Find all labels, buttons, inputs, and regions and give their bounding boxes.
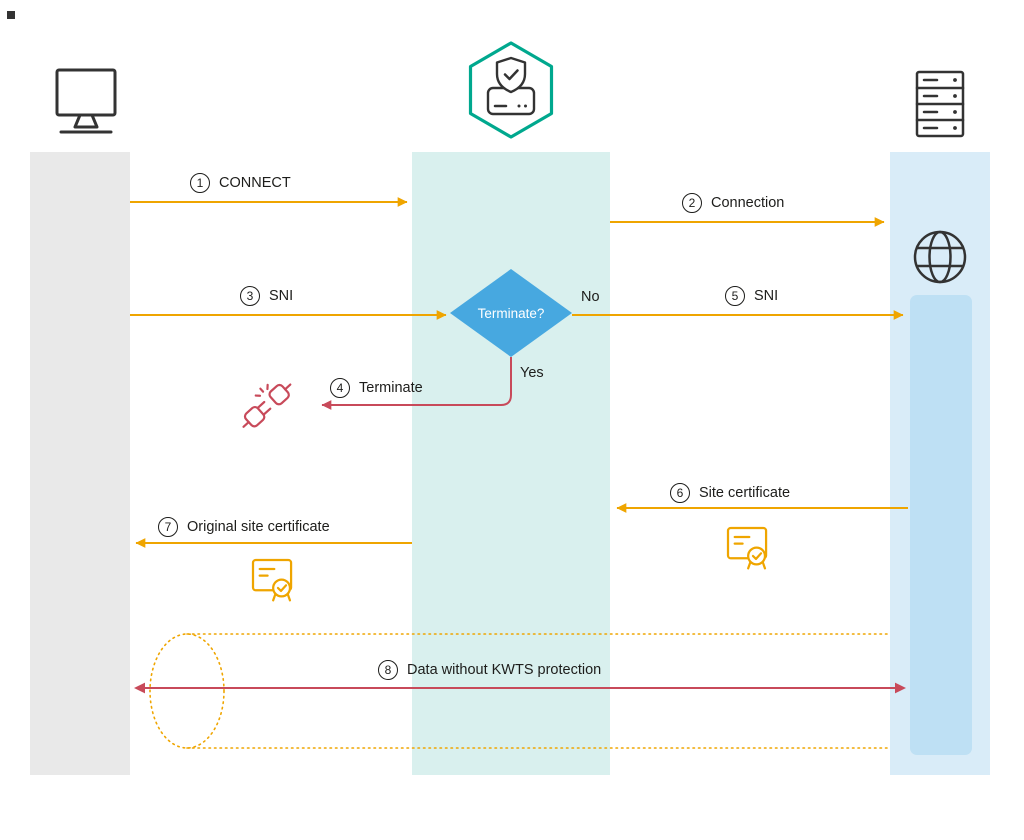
tunnel-ellipse: [149, 633, 225, 749]
certificate-icon-client: [251, 558, 293, 602]
terminate-arrow: [321, 357, 512, 410]
client-lane: [30, 152, 130, 775]
server-inner-lane: [910, 295, 972, 755]
page-bullet: [7, 11, 15, 19]
data-without-protection-arrow: [134, 682, 906, 694]
monitor-icon: [55, 68, 117, 134]
globe-icon: [913, 230, 967, 284]
certificate-icon-server: [726, 526, 768, 570]
proxy-lane: [412, 152, 610, 775]
server-icon: [915, 70, 965, 138]
decision-diamond: [450, 269, 572, 357]
kwts-hexagon-icon: [468, 41, 554, 139]
broken-connection-icon: [242, 383, 292, 428]
